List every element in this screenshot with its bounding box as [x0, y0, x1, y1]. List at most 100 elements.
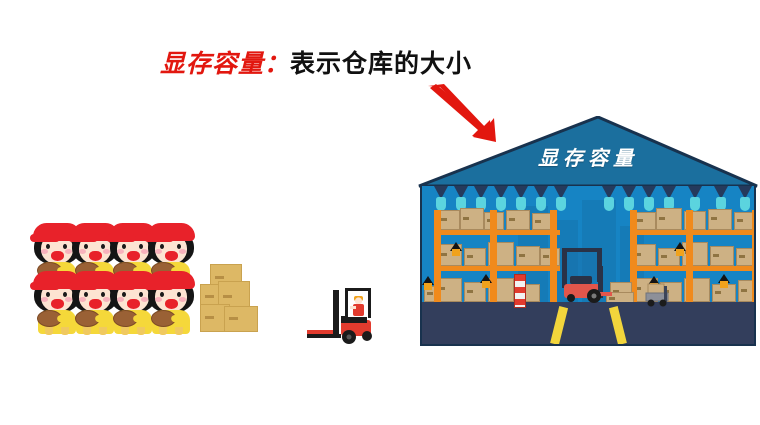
beret-hat [144, 271, 195, 290]
crate [736, 248, 754, 266]
hazard-sign-icon [674, 242, 686, 256]
blush-right [103, 297, 110, 302]
eye-left [46, 244, 50, 249]
rack-post [681, 210, 698, 310]
ceiling-lamp [454, 186, 468, 212]
roof-label: 显存容量 [538, 146, 638, 170]
ceiling-lamp [688, 186, 702, 212]
blush-left [79, 297, 86, 302]
forklift-inside-icon [562, 248, 612, 303]
floor-lane-marking [608, 306, 627, 344]
warehouse-illustration: 显存容量 [418, 116, 758, 346]
eye-right [101, 244, 105, 249]
shelf-beam [630, 266, 754, 271]
leg-right [137, 327, 145, 335]
blush-left [155, 249, 162, 254]
pallet-truck-icon [645, 283, 669, 307]
cartoon-people-group [30, 222, 195, 335]
eye-right [177, 292, 181, 297]
blush-left [117, 249, 124, 254]
crate [464, 248, 486, 266]
leg-right [175, 327, 183, 335]
eye-right [139, 244, 143, 249]
crate [460, 208, 484, 230]
eye-left [122, 244, 126, 249]
eye-right [63, 244, 67, 249]
shelf-beam [630, 230, 754, 235]
person-figure [144, 270, 198, 335]
crate [532, 213, 554, 230]
person-figure [106, 270, 160, 335]
leg-left [121, 327, 129, 335]
hazard-sign-icon [422, 276, 434, 290]
rack-post [429, 210, 446, 310]
ceiling-lamp [714, 186, 728, 212]
eye-left [84, 244, 88, 249]
person-figure [30, 270, 84, 335]
red-arrow-icon [428, 84, 496, 142]
blush-right [65, 297, 72, 302]
mouth [89, 251, 102, 261]
rack-post [747, 210, 754, 310]
shelf-beam [434, 230, 560, 235]
page-title: 显存容量：表示仓库的大小 [160, 44, 472, 80]
crate [634, 212, 656, 230]
hazard-sign-icon [480, 274, 492, 288]
forklift-outside-icon [307, 288, 372, 344]
eye-right [177, 244, 181, 249]
mouth [165, 299, 178, 309]
hazard-sign-icon [450, 242, 462, 256]
ceiling-lamp [514, 186, 528, 212]
mouth [51, 299, 64, 309]
crate [738, 280, 754, 302]
leg-left [159, 327, 167, 335]
eye-left [122, 292, 126, 297]
blush-left [41, 297, 48, 302]
blush-left [155, 297, 162, 302]
blush-right [65, 249, 72, 254]
blush-right [179, 249, 186, 254]
box [224, 306, 258, 332]
eye-left [160, 292, 164, 297]
mouth [127, 299, 140, 309]
ceiling-lamp [642, 186, 656, 212]
title-rest: 表示仓库的大小 [290, 49, 473, 78]
title-highlight: 显存容量 [160, 49, 265, 78]
leg-right [99, 327, 107, 335]
person-figure [144, 222, 198, 287]
crate [656, 208, 682, 230]
hazard-sign-icon [718, 274, 730, 288]
crate [506, 210, 530, 230]
blush-left [41, 249, 48, 254]
striped-safety-barrier [514, 274, 526, 308]
ceiling-lamp [602, 186, 616, 212]
blush-left [79, 249, 86, 254]
crate [710, 246, 734, 266]
blush-right [141, 297, 148, 302]
ceiling-lamp [474, 186, 488, 212]
blush-right [103, 249, 110, 254]
crate [464, 282, 486, 302]
crate [658, 248, 680, 266]
crate [516, 246, 540, 266]
shelf-beam [434, 266, 560, 271]
mouth [165, 251, 178, 261]
eye-left [160, 244, 164, 249]
eye-right [139, 292, 143, 297]
crate [708, 209, 732, 230]
leg-left [83, 327, 91, 335]
mouth [51, 251, 64, 261]
title-separator: ： [264, 49, 291, 78]
ceiling-lamp [534, 186, 548, 212]
leg-right [61, 327, 69, 335]
mouth [89, 299, 102, 309]
warehouse-interior [420, 186, 756, 346]
ceiling-lamp [554, 186, 568, 212]
ceiling-lamp [662, 186, 676, 212]
leg-left [45, 327, 53, 335]
eye-left [46, 292, 50, 297]
floor-lane-marking [550, 306, 569, 344]
cardboard-box-stack [196, 264, 276, 332]
ceiling-lamp [494, 186, 508, 212]
